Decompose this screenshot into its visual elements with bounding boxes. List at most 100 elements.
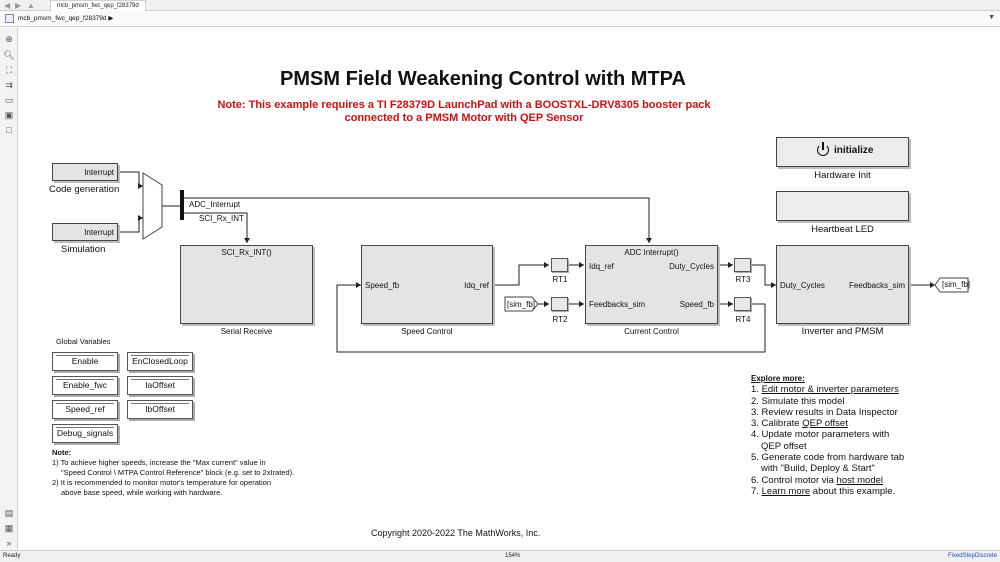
page-title: PMSM Field Weakening Control with MTPA: [280, 68, 686, 90]
up-icon[interactable]: ▲: [27, 1, 35, 10]
simulation-caption: Simulation: [61, 244, 106, 255]
explore-item-4: 3. Calibrate QEP offset: [751, 418, 904, 429]
cc-output-duty: Duty_Cycles: [669, 262, 714, 271]
notes-heading: Note:: [52, 448, 72, 457]
tab-model[interactable]: mcb_pmsm_fwc_qep_f28379d: [50, 0, 146, 11]
inverter-pmsm-block[interactable]: Duty_Cycles Feedbacks_sim: [776, 245, 909, 324]
hide-browser-icon[interactable]: ⊕: [5, 34, 13, 44]
sim-fb-from-shape[interactable]: [504, 296, 539, 312]
speed-control-block[interactable]: Speed_fb Idq_ref: [361, 245, 493, 324]
rt3-block[interactable]: [734, 258, 751, 272]
gv-enclosedloop[interactable]: EnClosedLoop: [127, 352, 193, 371]
interrupt-label: Interrupt: [84, 168, 114, 177]
interrupt-block-codegen[interactable]: Interrupt: [52, 163, 118, 181]
global-variables-heading: Global Variables: [56, 337, 111, 346]
power-icon: [817, 144, 829, 156]
chevron-down-icon[interactable]: ▼: [988, 14, 995, 21]
current-control-trigger: ADC Interrupt(): [624, 248, 679, 257]
notes-line-2: "Speed Control \ MTPA Control Reference"…: [61, 468, 295, 477]
gv-speed-ref[interactable]: Speed_ref: [52, 400, 118, 419]
serial-receive-port: SCI_Rx_INT(): [221, 248, 272, 257]
interrupt-label: Interrupt: [84, 228, 114, 237]
hardware-init-caption: Hardware Init: [814, 170, 871, 181]
bus-bar[interactable]: [180, 190, 184, 220]
adc-interrupt-signal: ADC_Interrupt: [189, 200, 241, 209]
annotation-icon[interactable]: ▭: [4, 95, 14, 105]
interrupt-block-sim[interactable]: Interrupt: [52, 223, 118, 241]
host-model-link[interactable]: host model: [836, 474, 884, 486]
model-canvas[interactable]: PMSM Field Weakening Control with MTPA N…: [19, 28, 1000, 550]
model-tab-bar: ◀ ▶ ▲ mcb_pmsm_fwc_qep_f28379d: [0, 0, 1000, 11]
explore-heading: Explore more:: [751, 374, 805, 383]
item-number: 7.: [751, 485, 762, 497]
gv-iboffset[interactable]: IbOffset: [127, 400, 193, 419]
sim-fb-from-label: [sim_fb]: [507, 300, 536, 309]
explore-item-6: 5. Generate code from hardware tab: [751, 452, 905, 464]
qep-offset-link[interactable]: QEP offset: [802, 418, 848, 430]
serial-receive-block[interactable]: SCI_Rx_INT(): [180, 245, 313, 324]
explorer-icon[interactable]: ▤: [4, 508, 14, 518]
current-control-block[interactable]: ADC Interrupt() Idq_ref Feedbacks_sim Du…: [585, 245, 718, 324]
property-icon[interactable]: ▦: [4, 523, 14, 533]
cc-input-feedbacks: Feedbacks_sim: [589, 300, 646, 309]
note-line-2: connected to a PMSM Motor with QEP Senso…: [344, 112, 584, 124]
initialize-button[interactable]: initialize: [776, 137, 909, 167]
forward-icon[interactable]: ▶: [15, 1, 22, 10]
zoom-icon[interactable]: 🔍︎: [3, 50, 15, 60]
speed-control-caption: Speed Control: [401, 327, 453, 336]
breadcrumb-model[interactable]: mcb_pmsm_fwc_qep_f28379d ▶: [18, 13, 113, 24]
rt2-caption: RT2: [552, 315, 568, 324]
heartbeat-led-block[interactable]: [776, 191, 909, 221]
edit-motor-link[interactable]: Edit motor & inverter parameters: [761, 384, 899, 396]
notes-line-4: above base speed, while working with har…: [61, 488, 223, 497]
breadcrumb-label: mcb_pmsm_fwc_qep_f28379d: [18, 15, 107, 22]
sim-fb-goto-label: [sim_fb]: [942, 280, 971, 289]
left-toolbar: ⊕ 🔍︎ ⛶ ⇉ ▭ ▣ □ ▤ ▦ »: [0, 28, 18, 550]
fit-view-icon[interactable]: ⛶: [5, 65, 13, 75]
initialize-label: initialize: [834, 145, 874, 156]
speed-control-input: Speed_fb: [365, 281, 400, 290]
current-control-caption: Current Control: [624, 327, 679, 336]
inverter-output: Feedbacks_sim: [848, 281, 905, 290]
gv-enable-fwc[interactable]: Enable_fwc: [52, 376, 118, 395]
explore-item-5b: QEP offset: [761, 440, 807, 452]
item-suffix: about this example.: [810, 485, 896, 497]
serial-receive-caption: Serial Receive: [220, 327, 273, 336]
notes-annotation: Note: 1) To achieve higher speeds, incre…: [52, 448, 294, 498]
solver-link[interactable]: FixedStepDiscrete: [947, 553, 997, 559]
cc-input-idq: Idq_ref: [589, 262, 614, 271]
gv-debug-signals[interactable]: Debug_signals: [52, 424, 118, 443]
area-icon[interactable]: □: [6, 125, 12, 135]
rt1-block[interactable]: [551, 258, 568, 272]
expand-icon[interactable]: »: [6, 538, 12, 548]
item-number: 1.: [751, 384, 762, 396]
learn-more-link[interactable]: Learn more: [761, 485, 811, 497]
back-icon[interactable]: ◀: [4, 1, 11, 10]
image-icon[interactable]: ▣: [4, 110, 14, 120]
rt4-block[interactable]: [734, 297, 751, 311]
sim-fb-goto-shape[interactable]: [934, 277, 969, 293]
notes-line-1: 1) To achieve higher speeds, increase th…: [52, 458, 266, 467]
explore-item-1: 1. Edit motor & inverter parameters: [751, 384, 904, 395]
explore-item-3: 3. Review results in Data Inspector: [751, 406, 898, 418]
status-bar: Ready 154% FixedStepDiscrete: [0, 550, 1000, 562]
heartbeat-led-caption: Heartbeat LED: [811, 224, 874, 235]
inverter-pmsm-caption: Inverter and PMSM: [801, 326, 884, 337]
rt1-caption: RT1: [552, 275, 568, 284]
rt2-block[interactable]: [551, 297, 568, 311]
power-icon-bar: [822, 142, 824, 150]
gv-iaoffset[interactable]: IaOffset: [127, 376, 193, 395]
signal-lines: [118, 171, 969, 353]
gv-enable[interactable]: Enable: [52, 352, 118, 371]
note-line-1: Note: This example requires a TI F28379D…: [217, 99, 711, 111]
arrow-icon[interactable]: ⇉: [5, 80, 13, 90]
inverter-input: Duty_Cycles: [780, 281, 825, 290]
status-text: Ready: [3, 553, 21, 559]
explore-item-7: 6. Control motor via host model: [751, 475, 904, 486]
code-generation-caption: Code generation: [49, 184, 120, 195]
sci-rx-int-signal: SCI_Rx_INT: [199, 214, 244, 223]
mux-block[interactable]: [142, 172, 163, 240]
breadcrumb-arrow-icon: ▶: [108, 15, 114, 22]
model-icon: [5, 14, 14, 23]
copyright: Copyright 2020-2022 The MathWorks, Inc.: [371, 528, 541, 538]
